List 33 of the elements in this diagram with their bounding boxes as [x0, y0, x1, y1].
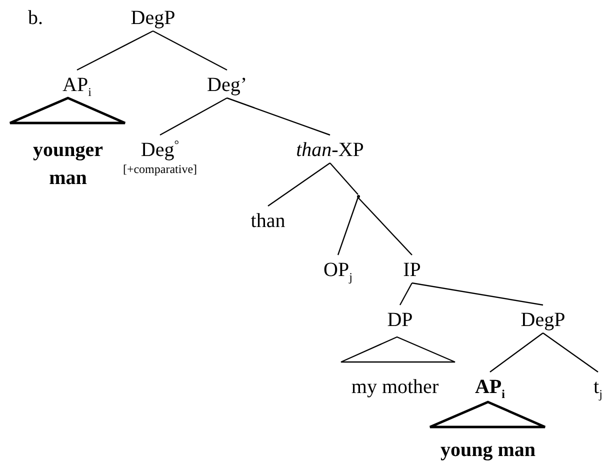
- tree-label: Deg$^{°}$: [140, 138, 180, 162]
- tree-label: Deg’: [207, 73, 247, 97]
- triangle: [428, 400, 547, 429]
- tree-branch: [160, 97, 228, 136]
- tree-branch: [226, 97, 330, 136]
- feature-label: [+comparative]: [122, 162, 198, 176]
- tree-label: young man: [440, 438, 536, 462]
- tree-branch: [542, 332, 598, 372]
- tree-label: AP$_{i}$: [474, 375, 505, 399]
- tree-label: younger man: [32, 138, 104, 191]
- tree-label: than-XP: [296, 138, 364, 162]
- tree-branch: [399, 282, 413, 306]
- tree-branch: [412, 282, 544, 306]
- tree-label: DegP: [130, 6, 176, 30]
- tree-label: my mother: [351, 375, 439, 399]
- tree-branch: [76, 30, 154, 71]
- triangle: [339, 335, 457, 364]
- tree-label: than: [250, 209, 286, 233]
- tree-label: DP: [387, 308, 413, 332]
- tree-branch: [490, 332, 544, 372]
- tree-label: AP$_{i}$: [62, 73, 92, 97]
- tree-label: IP: [403, 258, 421, 282]
- tree-label: OP$_{j}$: [324, 258, 352, 282]
- example-label: b.: [28, 6, 43, 30]
- tree-branch: [337, 197, 359, 256]
- tree-label: DegP: [520, 308, 566, 332]
- tree-branch: [268, 162, 330, 206]
- branch-point: [356, 194, 360, 198]
- tree-branch: [152, 30, 228, 71]
- tree-branch: [358, 197, 412, 256]
- triangle: [8, 96, 127, 125]
- tree-branch: [330, 162, 358, 195]
- tree-label: t$_{j}$: [594, 375, 602, 399]
